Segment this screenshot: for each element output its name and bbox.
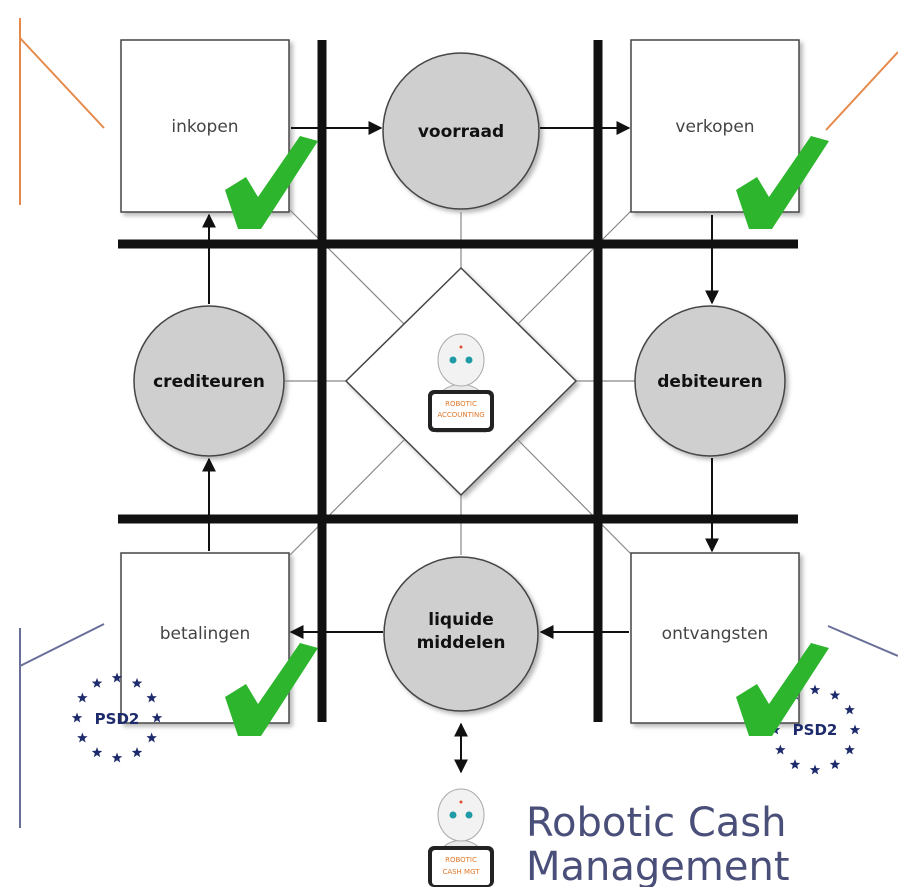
circle-label-cash-line2: middelen [417,633,506,653]
robot-accounting-icon: ROBOTIC ACCOUNTING [428,333,494,433]
box-label-payments: betalingen [160,624,251,644]
eu-star [131,747,143,758]
psd2-label-right: PSD2 [793,721,838,739]
eu-star [91,747,103,758]
box-receipts: ontvangsten [630,552,800,724]
eu-star [849,724,861,735]
check-icon [736,136,829,229]
connector-line [289,209,405,325]
connector-line [289,439,405,556]
robot-tablet-screen [432,850,490,885]
circle-shape [634,305,786,457]
flow-arrows [202,121,719,774]
circle-inventory: voorraad [382,52,540,210]
psd2-badge-left: PSD2 [71,672,163,763]
box-shape [120,552,290,724]
robot-cash-mgt-label-line1: ROBOTIC [445,856,477,864]
eu-star [809,684,821,695]
check-icon [225,136,318,229]
circle-label-cash-line1: liquide [428,610,493,630]
eu-star [151,712,163,723]
box-payments: betalingen [120,552,290,724]
box-shape [120,39,290,213]
check-icon [736,643,829,736]
eu-star [809,764,821,775]
eu-stars-icon [71,672,163,763]
robot-accounting-label-line1: ROBOTIC [445,400,477,408]
robot-eye [465,811,473,819]
robot-eye [449,811,457,819]
robot-accounting-label-line2: ACCOUNTING [437,411,484,419]
box-label-receipts: ontvangsten [662,624,769,644]
eu-star [844,744,855,755]
robot-eye [449,356,457,364]
circle-creditors: crediteuren [133,305,285,457]
robot-cash-mgt-label-line2: CASH MGT [442,868,480,876]
eu-star [77,692,88,703]
accent-line [19,37,105,129]
connector-line [517,209,633,325]
robot-eye [465,356,473,364]
check-marks [225,136,829,736]
eu-star [91,677,103,688]
robot-dot [459,345,463,349]
robot-head [437,788,485,842]
robot-dot [459,800,463,804]
psd2-label-left: PSD2 [95,710,140,728]
eu-star [829,759,841,770]
eu-star [131,677,143,688]
robot-cash-mgt-icon: ROBOTIC CASH MGT [428,788,494,887]
circle-cash: liquide middelen [383,556,539,712]
circle-shape [383,556,539,712]
box-purchasing: inkopen [120,39,290,213]
eu-star [146,732,157,743]
caption-line2: Management [526,844,790,887]
circle-label-inventory: voorraad [418,122,504,142]
circle-label-debtors: debiteuren [657,372,762,392]
circle-shape [133,305,285,457]
circle-debtors: debiteuren [634,305,786,457]
connector-line [517,439,633,556]
eu-star [844,704,855,715]
robot-head [437,333,485,387]
box-label-purchasing: inkopen [171,117,238,137]
accent-line [825,51,898,131]
box-sales: verkopen [630,39,800,213]
eu-star [775,744,786,755]
eu-star [111,672,123,683]
corner-accents [19,18,898,828]
eu-star [829,689,841,700]
circle-shape [382,52,540,210]
eu-star [146,692,157,703]
thin-connectors [283,209,635,556]
caption-line1: Robotic Cash [526,800,786,846]
robot-tablet-screen [432,394,490,428]
eu-star [71,712,83,723]
box-shape [630,552,800,724]
eu-star [77,732,88,743]
accent-line [19,623,105,667]
circle-label-creditors: crediteuren [153,372,265,392]
box-label-sales: verkopen [675,117,754,137]
thick-grid [118,40,798,722]
check-icon [225,643,318,736]
box-shape [630,39,800,213]
eu-star [789,759,801,770]
eu-star [111,752,123,763]
accent-line [827,625,898,657]
